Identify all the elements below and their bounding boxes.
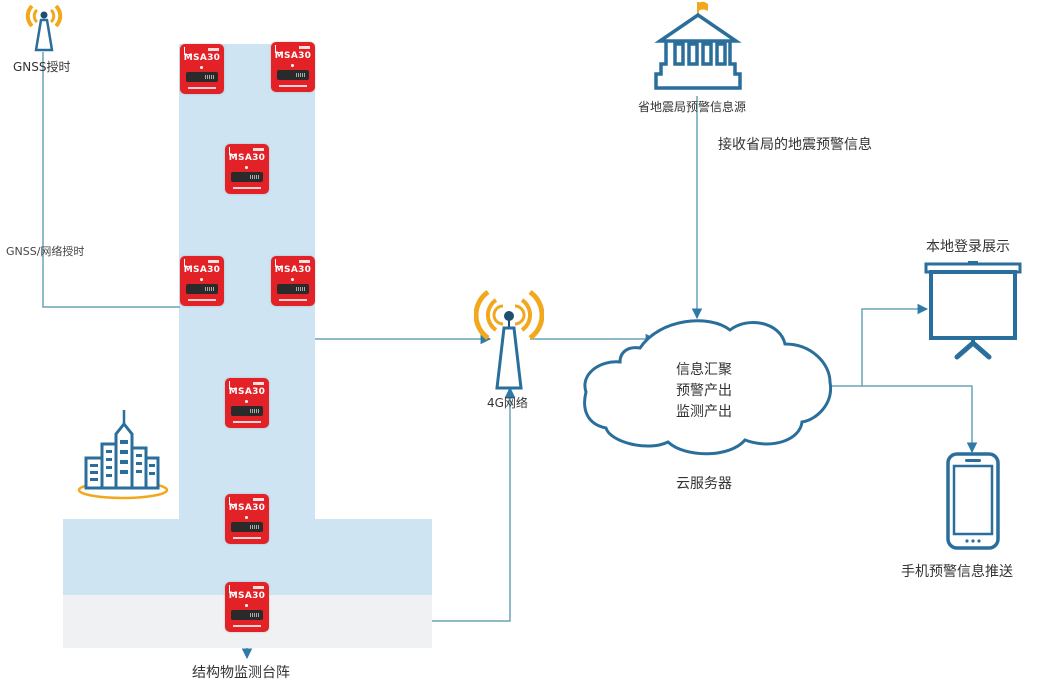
- sensor-device[interactable]: MSA30: [271, 256, 315, 306]
- 4g-network-label: 4G网络: [487, 396, 528, 410]
- sensor-device[interactable]: MSA30: [180, 44, 224, 94]
- mobile-phone-icon[interactable]: [945, 452, 1001, 550]
- sensor-device[interactable]: MSA30: [225, 494, 269, 544]
- projector-screen-icon[interactable]: [924, 261, 1022, 361]
- source-label: 省地震局预警信息源: [638, 100, 747, 114]
- sensor-device[interactable]: MSA30: [271, 42, 315, 92]
- cloud-server-icon: [583, 319, 833, 456]
- gnss-timing-label: GNSS授时: [13, 60, 71, 74]
- cloud-line-warning: 预警产出: [676, 383, 732, 399]
- 4g-tower-icon: [474, 289, 544, 390]
- mobile-push-label: 手机预警信息推送: [901, 564, 1013, 580]
- government-building-icon: [654, 1, 742, 90]
- local-display-label: 本地登录展示: [926, 239, 1010, 255]
- cloud-to-display-line: [830, 303, 929, 387]
- array-label: 结构物监测台阵: [192, 665, 290, 681]
- cloud-to-phone-line: [862, 385, 978, 454]
- cloud-line-aggregate: 信息汇聚: [676, 362, 732, 378]
- city-buildings-icon: [77, 410, 169, 500]
- gnss-antenna-icon: [25, 4, 63, 52]
- ground-to-4g-line: [432, 386, 516, 622]
- gnss-timing-line: [42, 52, 180, 308]
- sensor-device[interactable]: MSA30: [225, 378, 269, 428]
- gnss-network-timing-label: GNSS/网络授时: [6, 245, 85, 258]
- sensor-device[interactable]: MSA30: [225, 144, 269, 194]
- cloud-line-monitoring: 监测产出: [676, 404, 732, 420]
- cloud-server-label: 云服务器: [676, 476, 732, 492]
- sensor-device[interactable]: MSA30: [225, 582, 269, 632]
- receive-warning-label: 接收省局的地震预警信息: [718, 137, 872, 153]
- sensor-device[interactable]: MSA30: [180, 256, 224, 306]
